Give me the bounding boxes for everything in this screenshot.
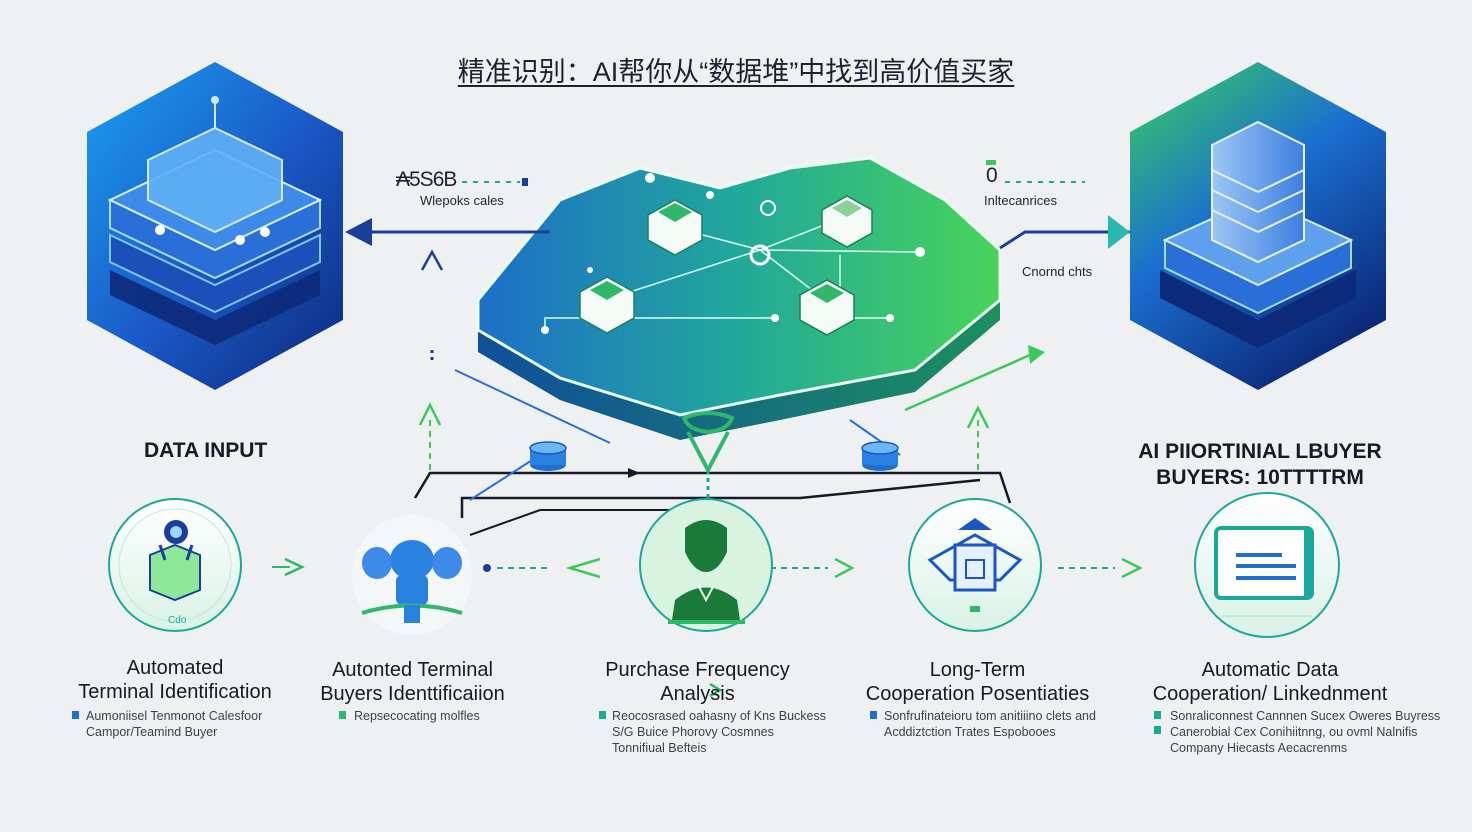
step-2-title: Autonted Terminal Buyers Identtificaiion [300,658,525,706]
top-connectors [345,160,1130,271]
arrow-mark-icon [709,682,723,698]
bullet-icon [339,711,346,719]
step-1-desc-line: Campor/Teamind Buyer [86,725,218,739]
ai-output-line-1: AI PIIORTINIAL LBUYER [1138,440,1382,463]
step-5-desc-line: Sonraliconnest Cannnen Sucex Oweres Buyr… [1170,709,1441,723]
data-cube-icon [821,195,873,248]
step-1-title-line: Automated [126,657,224,679]
step-3-title-line: Analysis [660,683,735,705]
data-input-label: DATA INPUT [144,439,268,462]
top-right-sub-label: Cnornd chts [1022,264,1093,279]
step-5-desc-line: Company Hiecasts Aecacrenms [1170,741,1348,755]
step-5-title: Automatic Data Cooperation/ Linkednment [1140,658,1400,706]
top-right-value: 0 [986,164,998,187]
step-4-desc-line: Acddiztction Trates Espobooes [884,725,1056,739]
step-5-title-line: Automatic Data [1201,659,1339,681]
step-1-description: Aumoniisel Tenmonot Calesfoor Campor/Tea… [86,708,306,740]
data-input-hexagon [87,62,343,390]
bullet-icon [870,711,877,719]
right-arrow-icon [1108,215,1130,249]
step-5-desc-line: Canerobial Cex Conihiitnng, ou ovml Naln… [1170,725,1418,739]
left-arrow-icon [345,218,372,246]
step-1-title-line: Terminal Identification [78,681,272,703]
step-4-title-line: Long-Term [929,659,1026,681]
bullet-icon [72,711,79,719]
top-left-label: Wlepoks cales [420,193,504,208]
ai-output-line-2: BUYERS: 10TTTTRM [1156,466,1364,489]
data-cube-icon [799,279,855,336]
step-2-title-line: Autonted Terminal [332,659,493,681]
step-1-icon-caption: Cdo [168,615,187,626]
database-cylinder-icon [529,441,567,471]
ai-output-label: AI PIIORTINIAL LBUYER BUYERS: 10TTTTRM [1120,439,1400,491]
step-2-people-icon [352,515,472,635]
step-4-desc-line: Sonfrufinateioru tom anitiiino clets and [884,709,1096,723]
step-3-desc-line: Tonnifiual Befteis [612,741,707,755]
ai-output-hexagon [1130,62,1386,390]
bullet-icon [1154,711,1161,719]
data-cube-icon [579,276,635,334]
bullet-icon [1154,726,1161,734]
step-5-title-line: Cooperation/ Linkednment [1152,683,1388,705]
top-left-value: ₳5S6B [396,168,457,191]
step-3-buyer-icon-circle [639,498,773,632]
step-3-desc-line: S/G Buice Phorovy Cosmnes [612,725,774,739]
step-5-description: Sonraliconnest Cannnen Sucex Oweres Buyr… [1170,708,1460,756]
step-1-title: Automated Terminal Identification [60,656,290,704]
step-1-icon-circle [108,498,242,632]
flow-lines [272,345,1143,579]
step-4-title: Long-Term Cooperation Posentiaties [850,658,1105,706]
step-2-desc-line: Repsecocating molfles [354,709,480,723]
step-1-desc-line: Aumoniisel Tenmonot Calesfoor [86,709,263,723]
data-cube-icon [647,199,703,256]
step-4-home-icon-circle [908,498,1042,632]
step-4-description: Sonfrufinateioru tom anitiiino clets and… [884,708,1134,740]
database-cylinder-icon [861,441,899,471]
step-3-title-line: Purchase Frequency [605,659,790,681]
top-right-label: Inltecanrices [984,193,1057,208]
bullet-icon [599,711,606,719]
step-4-title-line: Cooperation Posentiaties [865,683,1090,705]
step-2-description: Repsecocating molfles [354,708,554,724]
ai-processing-platform [476,156,1002,440]
step-2-title-line: Buyers Identtificaiion [320,683,505,705]
step-5-document-icon-circle [1194,492,1340,638]
step-3-title: Purchase Frequency Analysis [585,658,810,706]
step-3-desc-line: Reocosrased oahasny of Kns Buckess [612,709,827,723]
page-title: 精准识别：AI帮你从“数据堆”中找到高价值买家 [457,57,1015,87]
step-3-description: Reocosrased oahasny of Kns Buckess S/G B… [612,708,852,756]
